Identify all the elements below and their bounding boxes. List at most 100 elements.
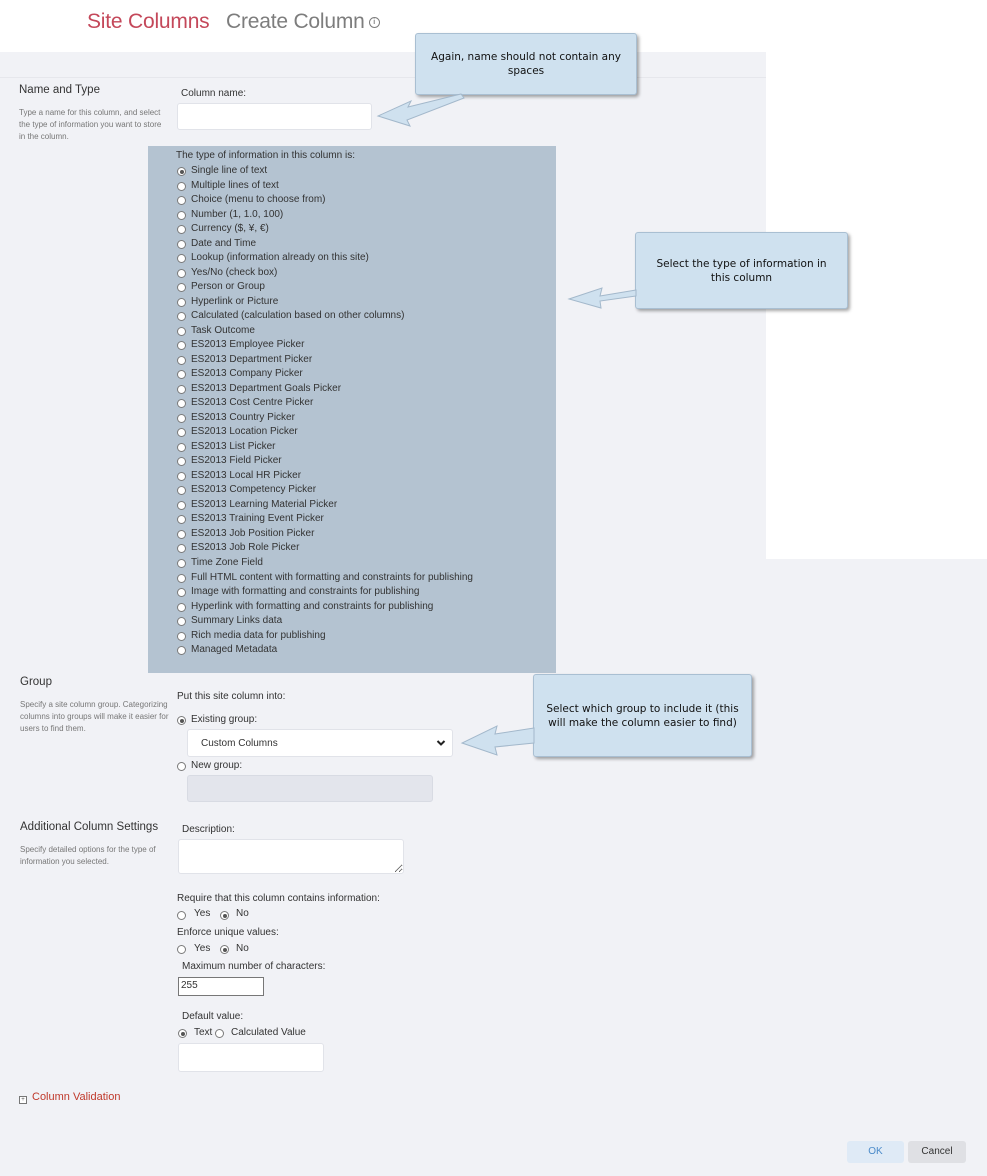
new-group-label: New group: bbox=[191, 760, 243, 771]
type-option-label: Task Outcome bbox=[191, 324, 255, 336]
require-info-label: Require that this column contains inform… bbox=[177, 893, 380, 904]
header-divider bbox=[0, 77, 766, 78]
type-option-radio[interactable] bbox=[177, 326, 186, 336]
type-option-radio[interactable] bbox=[177, 181, 186, 191]
type-option-label: ES2013 Department Goals Picker bbox=[191, 382, 342, 394]
type-option-radio[interactable] bbox=[177, 239, 186, 249]
type-option-label: ES2013 Country Picker bbox=[191, 411, 295, 423]
type-option-label: ES2013 Training Event Picker bbox=[191, 513, 324, 524]
default-text-radio[interactable] bbox=[178, 1029, 187, 1038]
breadcrumb-site-columns[interactable]: Site Columns bbox=[87, 10, 210, 33]
type-option-label: Hyperlink or Picture bbox=[191, 295, 279, 307]
new-group-radio[interactable] bbox=[177, 762, 186, 771]
additional-settings-description: Specify detailed options for the type of… bbox=[20, 845, 156, 866]
name-type-description: Type a name for this column, and select … bbox=[19, 108, 162, 141]
type-option-label: ES2013 Cost Centre Picker bbox=[191, 397, 314, 408]
column-validation-link[interactable]: Column Validation bbox=[32, 1091, 121, 1103]
enforce-yes-radio[interactable] bbox=[177, 945, 186, 954]
type-option-label: Summary Links data bbox=[191, 615, 283, 626]
require-yes-label: Yes bbox=[194, 908, 211, 919]
existing-group-value: Custom Columns bbox=[201, 738, 278, 749]
type-option-radio[interactable] bbox=[177, 355, 186, 365]
type-option-radio[interactable] bbox=[177, 268, 186, 278]
max-chars-label: Maximum number of characters: bbox=[182, 961, 326, 972]
type-option-label: Full HTML content with formatting and co… bbox=[191, 571, 473, 583]
type-option-label: Single line of text bbox=[191, 165, 268, 176]
type-option-radio[interactable] bbox=[177, 500, 186, 510]
type-option-radio[interactable] bbox=[177, 559, 186, 568]
name-type-title: Name and Type bbox=[19, 84, 100, 96]
type-option-radio[interactable] bbox=[177, 602, 186, 612]
info-icon[interactable]: i bbox=[368, 16, 380, 28]
type-option-radio[interactable] bbox=[177, 529, 186, 539]
additional-settings-title: Additional Column Settings bbox=[20, 821, 159, 833]
type-option-radio[interactable] bbox=[177, 196, 186, 205]
type-option-radio[interactable] bbox=[177, 588, 186, 597]
type-option-label: Currency ($, ¥, €) bbox=[191, 223, 269, 234]
enforce-no-radio[interactable] bbox=[220, 945, 229, 954]
type-option-radio[interactable] bbox=[177, 384, 186, 394]
new-group-input[interactable] bbox=[187, 775, 433, 802]
ok-button[interactable]: OK bbox=[847, 1141, 904, 1163]
callout-name-tip: Again, name should not contain any space… bbox=[415, 33, 637, 95]
type-option-label: Hyperlink with formatting and constraint… bbox=[191, 600, 434, 612]
require-no-radio[interactable] bbox=[220, 911, 229, 920]
callout-group-tip: Select which group to include it (this w… bbox=[533, 674, 752, 757]
type-option-label: Choice (menu to choose from) bbox=[191, 194, 326, 205]
cancel-button[interactable]: Cancel bbox=[908, 1141, 966, 1163]
default-calculated-label: Calculated Value bbox=[231, 1027, 306, 1038]
existing-group-radio[interactable] bbox=[177, 716, 186, 725]
type-heading: The type of information in this column i… bbox=[176, 150, 355, 161]
type-option-radio[interactable] bbox=[177, 210, 186, 220]
type-option-radio[interactable] bbox=[177, 428, 186, 437]
default-text-label: Text bbox=[194, 1027, 213, 1038]
require-yes-radio[interactable] bbox=[177, 911, 186, 920]
type-option-label: Date and Time bbox=[191, 237, 257, 249]
type-option-label: Calculated (calculation based on other c… bbox=[191, 310, 405, 321]
type-option-radio[interactable] bbox=[177, 486, 186, 495]
put-into-label: Put this site column into: bbox=[177, 691, 286, 702]
description-label: Description: bbox=[182, 824, 235, 835]
type-option-radio[interactable] bbox=[177, 631, 186, 641]
type-option-radio[interactable] bbox=[177, 225, 186, 234]
default-calculated-radio[interactable] bbox=[215, 1029, 224, 1038]
chevron-down-icon bbox=[436, 740, 446, 746]
type-option-radio[interactable] bbox=[177, 471, 186, 481]
expand-icon[interactable]: + bbox=[19, 1096, 27, 1104]
type-option-radio[interactable] bbox=[177, 283, 186, 292]
description-textarea[interactable] bbox=[178, 839, 404, 874]
type-option-label: Number (1, 1.0, 100) bbox=[191, 208, 284, 220]
enforce-no-label: No bbox=[236, 943, 249, 954]
type-option-label: Multiple lines of text bbox=[191, 179, 279, 191]
type-option-label: ES2013 Learning Material Picker bbox=[191, 498, 338, 510]
type-option-label: ES2013 Location Picker bbox=[191, 426, 298, 437]
column-name-input[interactable] bbox=[177, 103, 372, 130]
type-option-radio[interactable] bbox=[177, 312, 186, 321]
existing-group-select[interactable]: Custom Columns bbox=[187, 729, 453, 757]
type-option-radio[interactable] bbox=[177, 370, 186, 379]
type-option-radio[interactable] bbox=[177, 457, 186, 466]
type-option-radio[interactable] bbox=[177, 544, 186, 553]
default-value-input[interactable] bbox=[178, 1043, 324, 1072]
type-option-label: Rich media data for publishing bbox=[191, 629, 326, 641]
callout-type-tip: Select the type of information in this c… bbox=[635, 232, 848, 309]
type-option-radio[interactable] bbox=[177, 573, 186, 583]
type-option-label: ES2013 Local HR Picker bbox=[191, 469, 302, 481]
type-option-label: ES2013 Department Picker bbox=[191, 353, 313, 365]
type-option-label: ES2013 Field Picker bbox=[191, 455, 282, 466]
type-option-radio[interactable] bbox=[177, 413, 186, 423]
type-option-radio[interactable] bbox=[177, 442, 186, 452]
max-chars-input[interactable]: 255 bbox=[178, 977, 264, 996]
type-option-radio[interactable] bbox=[177, 341, 186, 350]
type-option-radio[interactable] bbox=[177, 617, 186, 626]
type-option-radio[interactable] bbox=[177, 297, 186, 307]
type-option-radio[interactable] bbox=[177, 254, 186, 263]
enforce-unique-label: Enforce unique values: bbox=[177, 927, 279, 938]
type-option-radio[interactable] bbox=[177, 399, 186, 408]
type-option-radio[interactable] bbox=[177, 167, 186, 176]
type-option-label: Yes/No (check box) bbox=[191, 266, 278, 278]
type-option-radio[interactable] bbox=[177, 646, 186, 655]
type-option-radio[interactable] bbox=[177, 515, 186, 524]
type-option-label: ES2013 List Picker bbox=[191, 440, 276, 452]
